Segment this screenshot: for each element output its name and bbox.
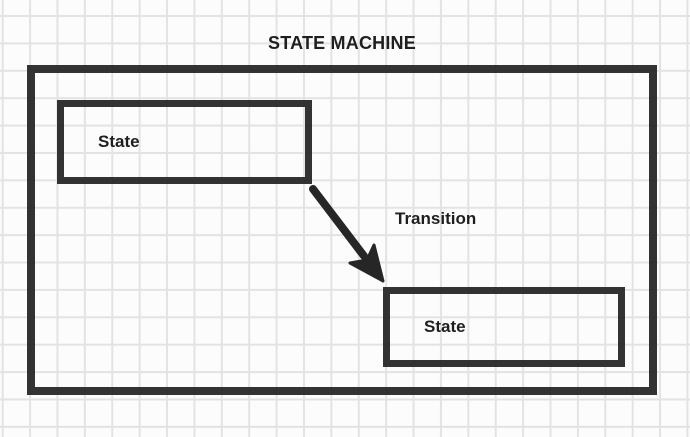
- state-node-2-label: State: [424, 317, 466, 336]
- state-machine-container: [27, 65, 657, 395]
- diagram-title: STATE MACHINE: [268, 33, 416, 53]
- state-node-1-label: State: [98, 132, 140, 151]
- transition-label: Transition: [395, 209, 477, 228]
- state-node-2: State: [383, 287, 625, 367]
- state-node-1: State: [57, 100, 312, 184]
